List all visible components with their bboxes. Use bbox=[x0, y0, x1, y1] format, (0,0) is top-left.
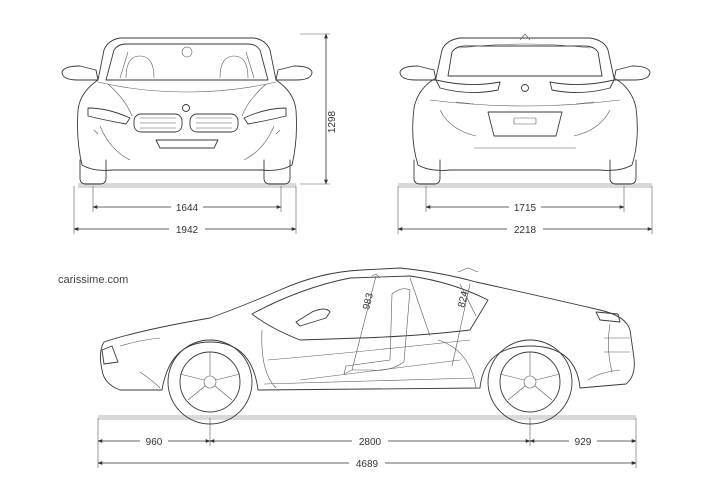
front-headroom-label: 983 bbox=[361, 292, 376, 311]
rear-ground-strip bbox=[398, 183, 652, 188]
rear-view: 1715 2218 bbox=[397, 33, 653, 236]
brand-watermark: carissime.com bbox=[58, 274, 128, 286]
side-ground-strip bbox=[98, 415, 636, 420]
rear-headroom-label: 824 bbox=[456, 290, 471, 309]
front-headroom-line bbox=[351, 275, 377, 371]
front-width-label: 1942 bbox=[176, 225, 199, 236]
front-height-label: 1298 bbox=[327, 110, 338, 133]
front-overhang-label: 960 bbox=[146, 437, 163, 448]
length-label: 4689 bbox=[356, 459, 379, 470]
side-view: 983 824 960 2800 929 4689 bbox=[97, 267, 637, 470]
rear-overhang-label: 929 bbox=[575, 437, 592, 448]
rear-headroom-line bbox=[451, 283, 471, 367]
rear-track-label: 1715 bbox=[514, 203, 537, 214]
front-wheel bbox=[167, 339, 253, 425]
wheelbase-label: 2800 bbox=[359, 437, 382, 448]
front-view: 1298 1644 1942 bbox=[61, 33, 338, 236]
rear-width-label: 2218 bbox=[514, 225, 537, 236]
front-track-label: 1644 bbox=[176, 203, 199, 214]
rear-wheel bbox=[487, 339, 573, 425]
front-ground-strip bbox=[78, 183, 296, 188]
